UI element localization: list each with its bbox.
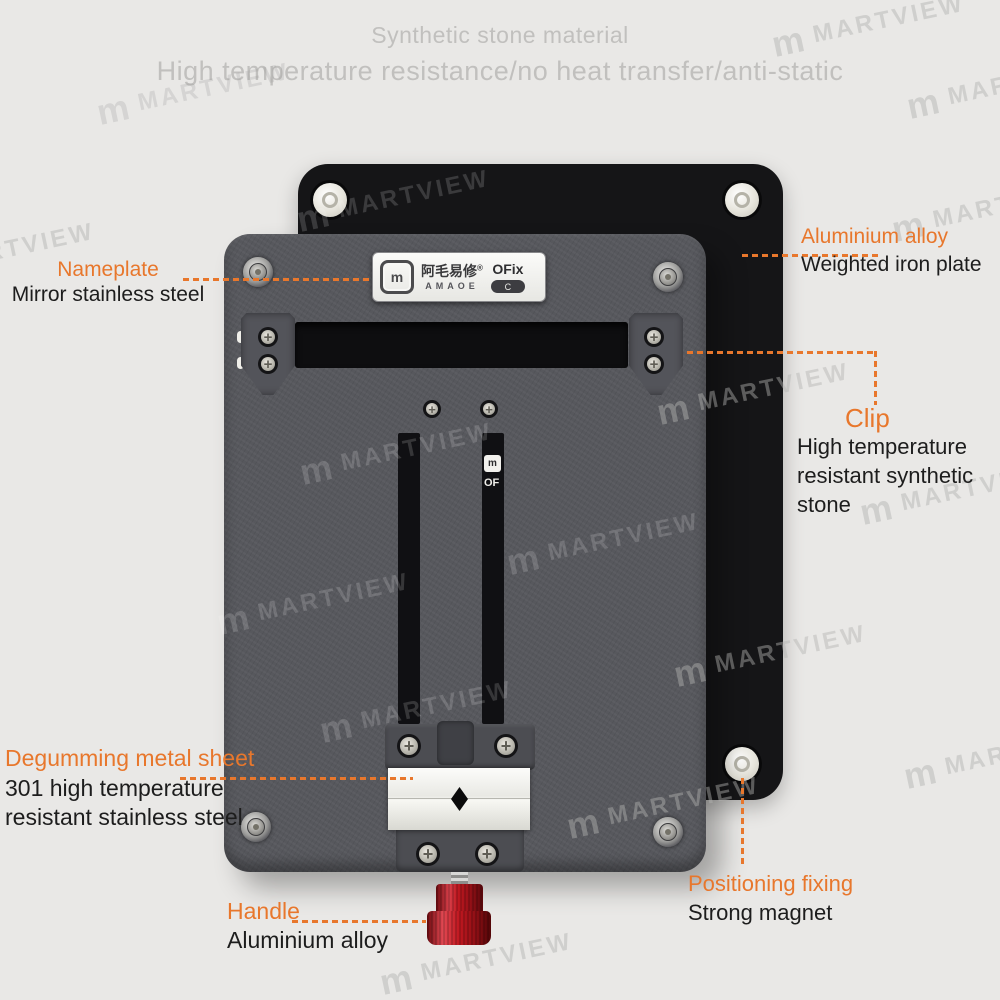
brand-name-english: AMAOE <box>425 280 479 291</box>
callout-title: Positioning fixing <box>688 871 854 896</box>
watermark-logo-icon: m <box>375 956 416 1000</box>
handle-knob-base <box>427 911 491 945</box>
phillips-screw <box>416 842 440 866</box>
callout-nameplate: Nameplate Mirror stainless steel <box>8 258 208 307</box>
callout-leader-line <box>741 778 744 868</box>
corner-screw <box>243 257 273 287</box>
registered-mark: ® <box>477 262 483 272</box>
callout-leader-line <box>687 351 877 354</box>
watermark-text: MARTVIEW <box>942 721 1000 781</box>
slide-slot <box>482 433 504 724</box>
clip-spring-pin <box>237 357 244 369</box>
corner-screw <box>653 262 683 292</box>
phillips-screw <box>480 400 498 418</box>
slot-model-print: OF <box>484 477 500 489</box>
magnet-foot <box>725 747 759 781</box>
callout-title: Nameplate <box>57 258 159 281</box>
corner-screw <box>653 817 683 847</box>
callout-clip-desc: High temperature resistant synthetic sto… <box>797 434 974 517</box>
model-name: OFix <box>492 261 524 277</box>
callout-leader-line <box>180 777 413 780</box>
phillips-screw <box>258 354 278 374</box>
callout-title: Handle <box>227 898 300 924</box>
phillips-screw <box>494 734 518 758</box>
model-block: OFix C <box>490 261 525 293</box>
page-title: Synthetic stone material <box>371 22 629 48</box>
phillips-screw <box>644 354 664 374</box>
handle-knob-top <box>436 884 483 913</box>
callout-leader-line <box>742 254 880 257</box>
slot-brand-logo-icon: m <box>484 455 501 472</box>
callout-desc: 301 high temperature resistant stainless… <box>5 775 243 830</box>
callout-desc: Mirror stainless steel <box>11 283 205 306</box>
brand-text: 阿毛易修® AMAOE <box>421 262 483 291</box>
phillips-screw <box>423 400 441 418</box>
callout-desc: Strong magnet <box>688 900 833 925</box>
phillips-screw <box>258 327 278 347</box>
diamond-cutout <box>451 787 468 811</box>
callout-desc: Aluminium alloy <box>227 927 389 953</box>
magnet-foot <box>313 183 347 217</box>
callout-handle: Handle Aluminium alloy <box>227 898 388 954</box>
phillips-screw <box>397 734 421 758</box>
watermark-logo-icon: m <box>902 80 943 127</box>
phillips-screw <box>644 327 664 347</box>
callout-title: Clip <box>845 403 890 433</box>
callout-degumming: Degumming metal sheet 301 high temperatu… <box>5 745 254 832</box>
callout-positioning: Positioning fixing Strong magnet <box>688 871 853 926</box>
watermark-logo-icon: m <box>899 750 940 797</box>
clamp-center-tab <box>437 721 474 765</box>
brand-cn-text: 阿毛易修 <box>421 262 477 279</box>
page-subtitle: High temperature resistance/no heat tran… <box>156 56 844 86</box>
watermark-logo-icon: m <box>92 86 133 133</box>
callout-title: Degumming metal sheet <box>5 745 255 771</box>
clip-rail-slot <box>295 322 628 368</box>
callout-leader-line <box>183 278 373 281</box>
header: Synthetic stone material High temperatur… <box>0 22 1000 87</box>
variant-badge: C <box>490 280 525 293</box>
phillips-screw <box>475 842 499 866</box>
brand-logo-icon: m <box>380 260 414 294</box>
brand-name-chinese: 阿毛易修® <box>421 262 483 279</box>
callout-iron-plate: Aluminium alloy Weighted iron plate <box>801 225 982 277</box>
callout-leader-line <box>292 920 426 923</box>
callout-clip: Clip <box>845 403 890 434</box>
corner-screw <box>241 812 271 842</box>
callout-desc: Weighted iron plate <box>801 253 982 276</box>
callout-title: Aluminium alloy <box>801 225 949 248</box>
callout-leader-line <box>874 351 877 405</box>
magnet-foot <box>725 183 759 217</box>
slide-slot <box>398 433 420 724</box>
nameplate: m 阿毛易修® AMAOE OFix C <box>372 252 546 302</box>
clip-spring-pin <box>237 331 244 343</box>
